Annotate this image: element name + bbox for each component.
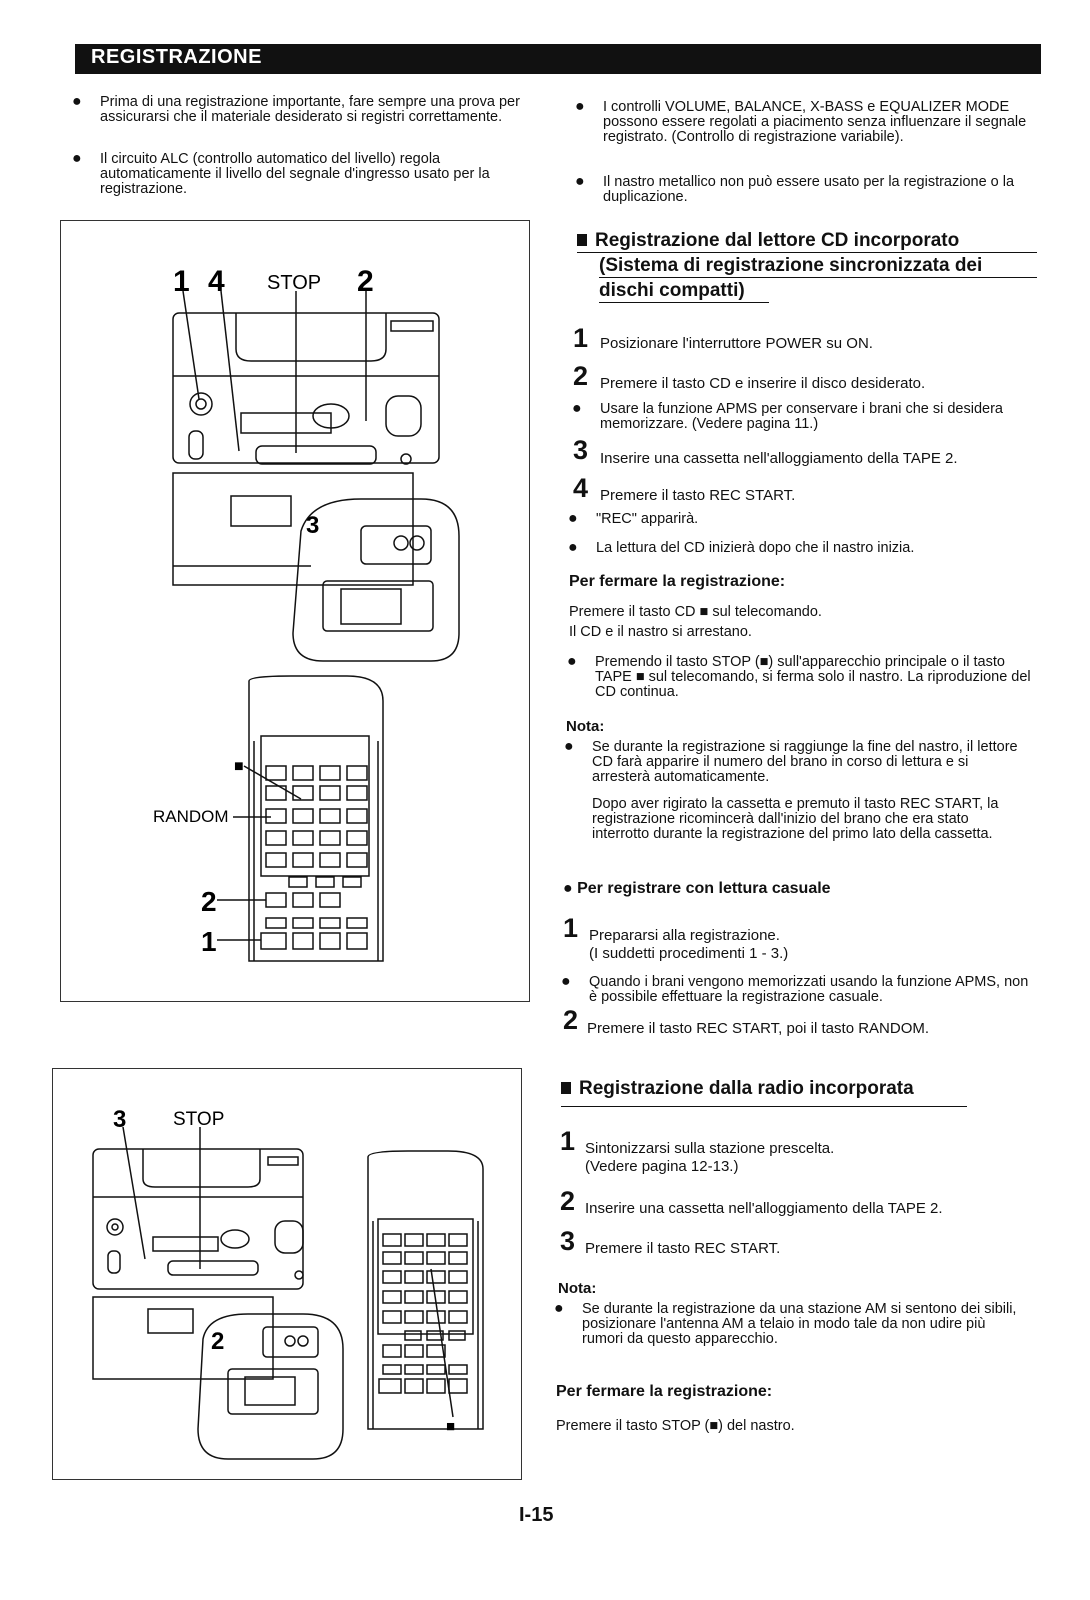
page-number: I-15	[519, 1504, 554, 1526]
bullet-icon: ●	[568, 510, 578, 527]
unit-and-remote-illustration: 3 STOP 2 ■	[92, 1106, 484, 1460]
step-number: 3	[573, 435, 589, 465]
figure-label: STOP	[267, 272, 321, 294]
square-icon	[577, 234, 587, 246]
bullet-icon: ●	[72, 150, 82, 167]
stop-heading: Per fermare la registrazione:	[569, 573, 786, 590]
stop-text: Premere il tasto STOP (■) del nastro.	[556, 1418, 795, 1434]
bullet-icon: ●	[554, 1300, 564, 1317]
stop-text: Il CD e il nastro si arrestano.	[569, 624, 752, 640]
square-icon	[561, 1082, 571, 1094]
stop-bullet: ● Premendo il tasto STOP (■) sull'appare…	[567, 653, 1031, 700]
step-number: 2	[560, 1186, 576, 1216]
figure-cd-recording: 1 4 STOP 2 3 ■ RANDOM 2 1	[60, 220, 530, 1002]
intro-bullet: ● Il circuito ALC (controllo automatico …	[72, 150, 490, 197]
figure-label: ■	[234, 758, 244, 775]
bullet-icon: ●	[564, 738, 574, 755]
figure-label: 3	[113, 1106, 126, 1133]
title-underline	[599, 277, 1037, 278]
random-heading: ● Per registrare con lettura casuale	[563, 880, 831, 897]
nota-bullet: ● Se durante la registrazione si raggiun…	[564, 738, 1018, 785]
nota-bullet: ● Se durante la registrazione da una sta…	[554, 1300, 1017, 1347]
unit-and-remote-illustration: 1 4 STOP 2 3 ■ RANDOM 2 1	[153, 265, 460, 962]
figure-label: RANDOM	[153, 807, 229, 826]
figure-label: ■	[446, 1418, 455, 1435]
step-number: 2	[573, 361, 589, 391]
cd-bullet: ● La lettura del CD inizierà dopo che il…	[568, 539, 915, 556]
step-number: 4	[573, 473, 589, 503]
step-text: Premere il tasto REC START.	[600, 487, 796, 504]
section-header-bar: REGISTRAZIONE	[75, 44, 1041, 74]
nota-text: Dopo aver rigirato la cassetta e premuto…	[592, 796, 999, 842]
figure-label: 2	[357, 265, 374, 298]
step-text: (I suddetti procedimenti 1 - 3.)	[589, 945, 789, 962]
step-text: Premere il tasto CD e inserire il disco …	[600, 375, 926, 392]
step-text: (Vedere pagina 12-13.)	[585, 1158, 739, 1175]
step-text: Inserire una cassetta nell'alloggiamento…	[600, 450, 958, 467]
stop-text: Premere il tasto CD ■ sul telecomando.	[569, 604, 822, 620]
random-bullet: ● Quando i brani vengono memorizzati usa…	[561, 973, 1029, 1005]
intro-bullet: ● Il nastro metallico non può essere usa…	[575, 173, 1015, 205]
bullet-icon: ●	[572, 400, 582, 417]
figure-label: 4	[208, 265, 225, 298]
bullet-icon: ●	[575, 98, 585, 115]
nota-label: Nota:	[566, 718, 605, 735]
step-number: 2	[563, 1005, 579, 1035]
section-title: REGISTRAZIONE	[91, 46, 262, 68]
cd-bullet: ● Usare la funzione APMS per conservare …	[572, 400, 1003, 432]
step-text: Posizionare l'interruttore POWER su ON.	[600, 335, 873, 352]
step-text: Premere il tasto REC START, poi il tasto…	[587, 1020, 930, 1037]
step-text: Sintonizzarsi sulla stazione prescelta.	[585, 1140, 835, 1157]
title-underline	[599, 302, 769, 303]
figure-label: 2	[211, 1328, 224, 1355]
figure-label: 1	[173, 265, 190, 298]
bullet-icon: ●	[563, 880, 578, 897]
step-text: Prepararsi alla registrazione.	[589, 927, 780, 944]
step-number: 1	[573, 323, 589, 353]
figure-label: 3	[306, 512, 319, 539]
bullet-icon: ●	[568, 539, 578, 556]
step-number: 3	[560, 1226, 576, 1256]
bullet-icon: ●	[567, 653, 577, 670]
step-text: Premere il tasto REC START.	[585, 1240, 781, 1257]
cd-bullet: ● "REC" apparirà.	[568, 510, 699, 527]
figure-label: 1	[201, 926, 217, 957]
step-number: 1	[563, 913, 579, 943]
nota-label: Nota:	[558, 1280, 597, 1297]
step-number: 1	[560, 1126, 576, 1156]
bullet-icon: ●	[72, 93, 82, 110]
figure-label: 2	[201, 886, 217, 917]
step-text: Inserire una cassetta nell'alloggiamento…	[585, 1200, 943, 1217]
title-underline	[577, 252, 1037, 253]
figure-label: STOP	[173, 1109, 224, 1130]
cd-section-title: Registrazione dal lettore CD incorporato…	[577, 228, 1042, 303]
bullet-icon: ●	[561, 973, 571, 990]
bullet-icon: ●	[575, 173, 585, 190]
intro-bullet: ● I controlli VOLUME, BALANCE, X-BASS e …	[575, 98, 1027, 145]
figure-radio-recording: 3 STOP 2 ■	[52, 1068, 522, 1480]
radio-section-title: Registrazione dalla radio incorporata	[561, 1076, 981, 1101]
stop-heading: Per fermare la registrazione:	[556, 1383, 773, 1400]
intro-bullet: ● Prima di una registrazione importante,…	[72, 93, 520, 125]
title-underline	[561, 1106, 967, 1107]
